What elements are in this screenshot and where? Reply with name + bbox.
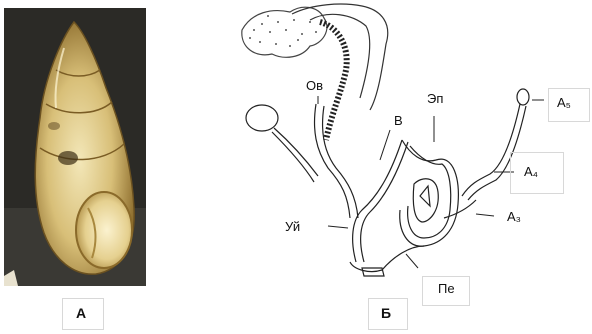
panel-b-label: Б <box>381 305 391 321</box>
snail-shell-illustration <box>4 8 146 286</box>
snail-shell-photo <box>4 8 146 286</box>
a5-box <box>548 88 590 122</box>
anatomy-illustration <box>232 0 560 290</box>
panel-a-label: А <box>76 305 86 321</box>
reproductive-system-drawing <box>232 0 560 290</box>
pe-box <box>422 276 470 306</box>
label-a3: А₃ <box>505 210 523 224</box>
label-v: В <box>392 114 405 128</box>
a4-box <box>510 152 564 194</box>
label-ov: Ов <box>304 79 325 93</box>
label-uy: Уй <box>283 220 302 234</box>
label-ep: Эп <box>425 92 445 106</box>
